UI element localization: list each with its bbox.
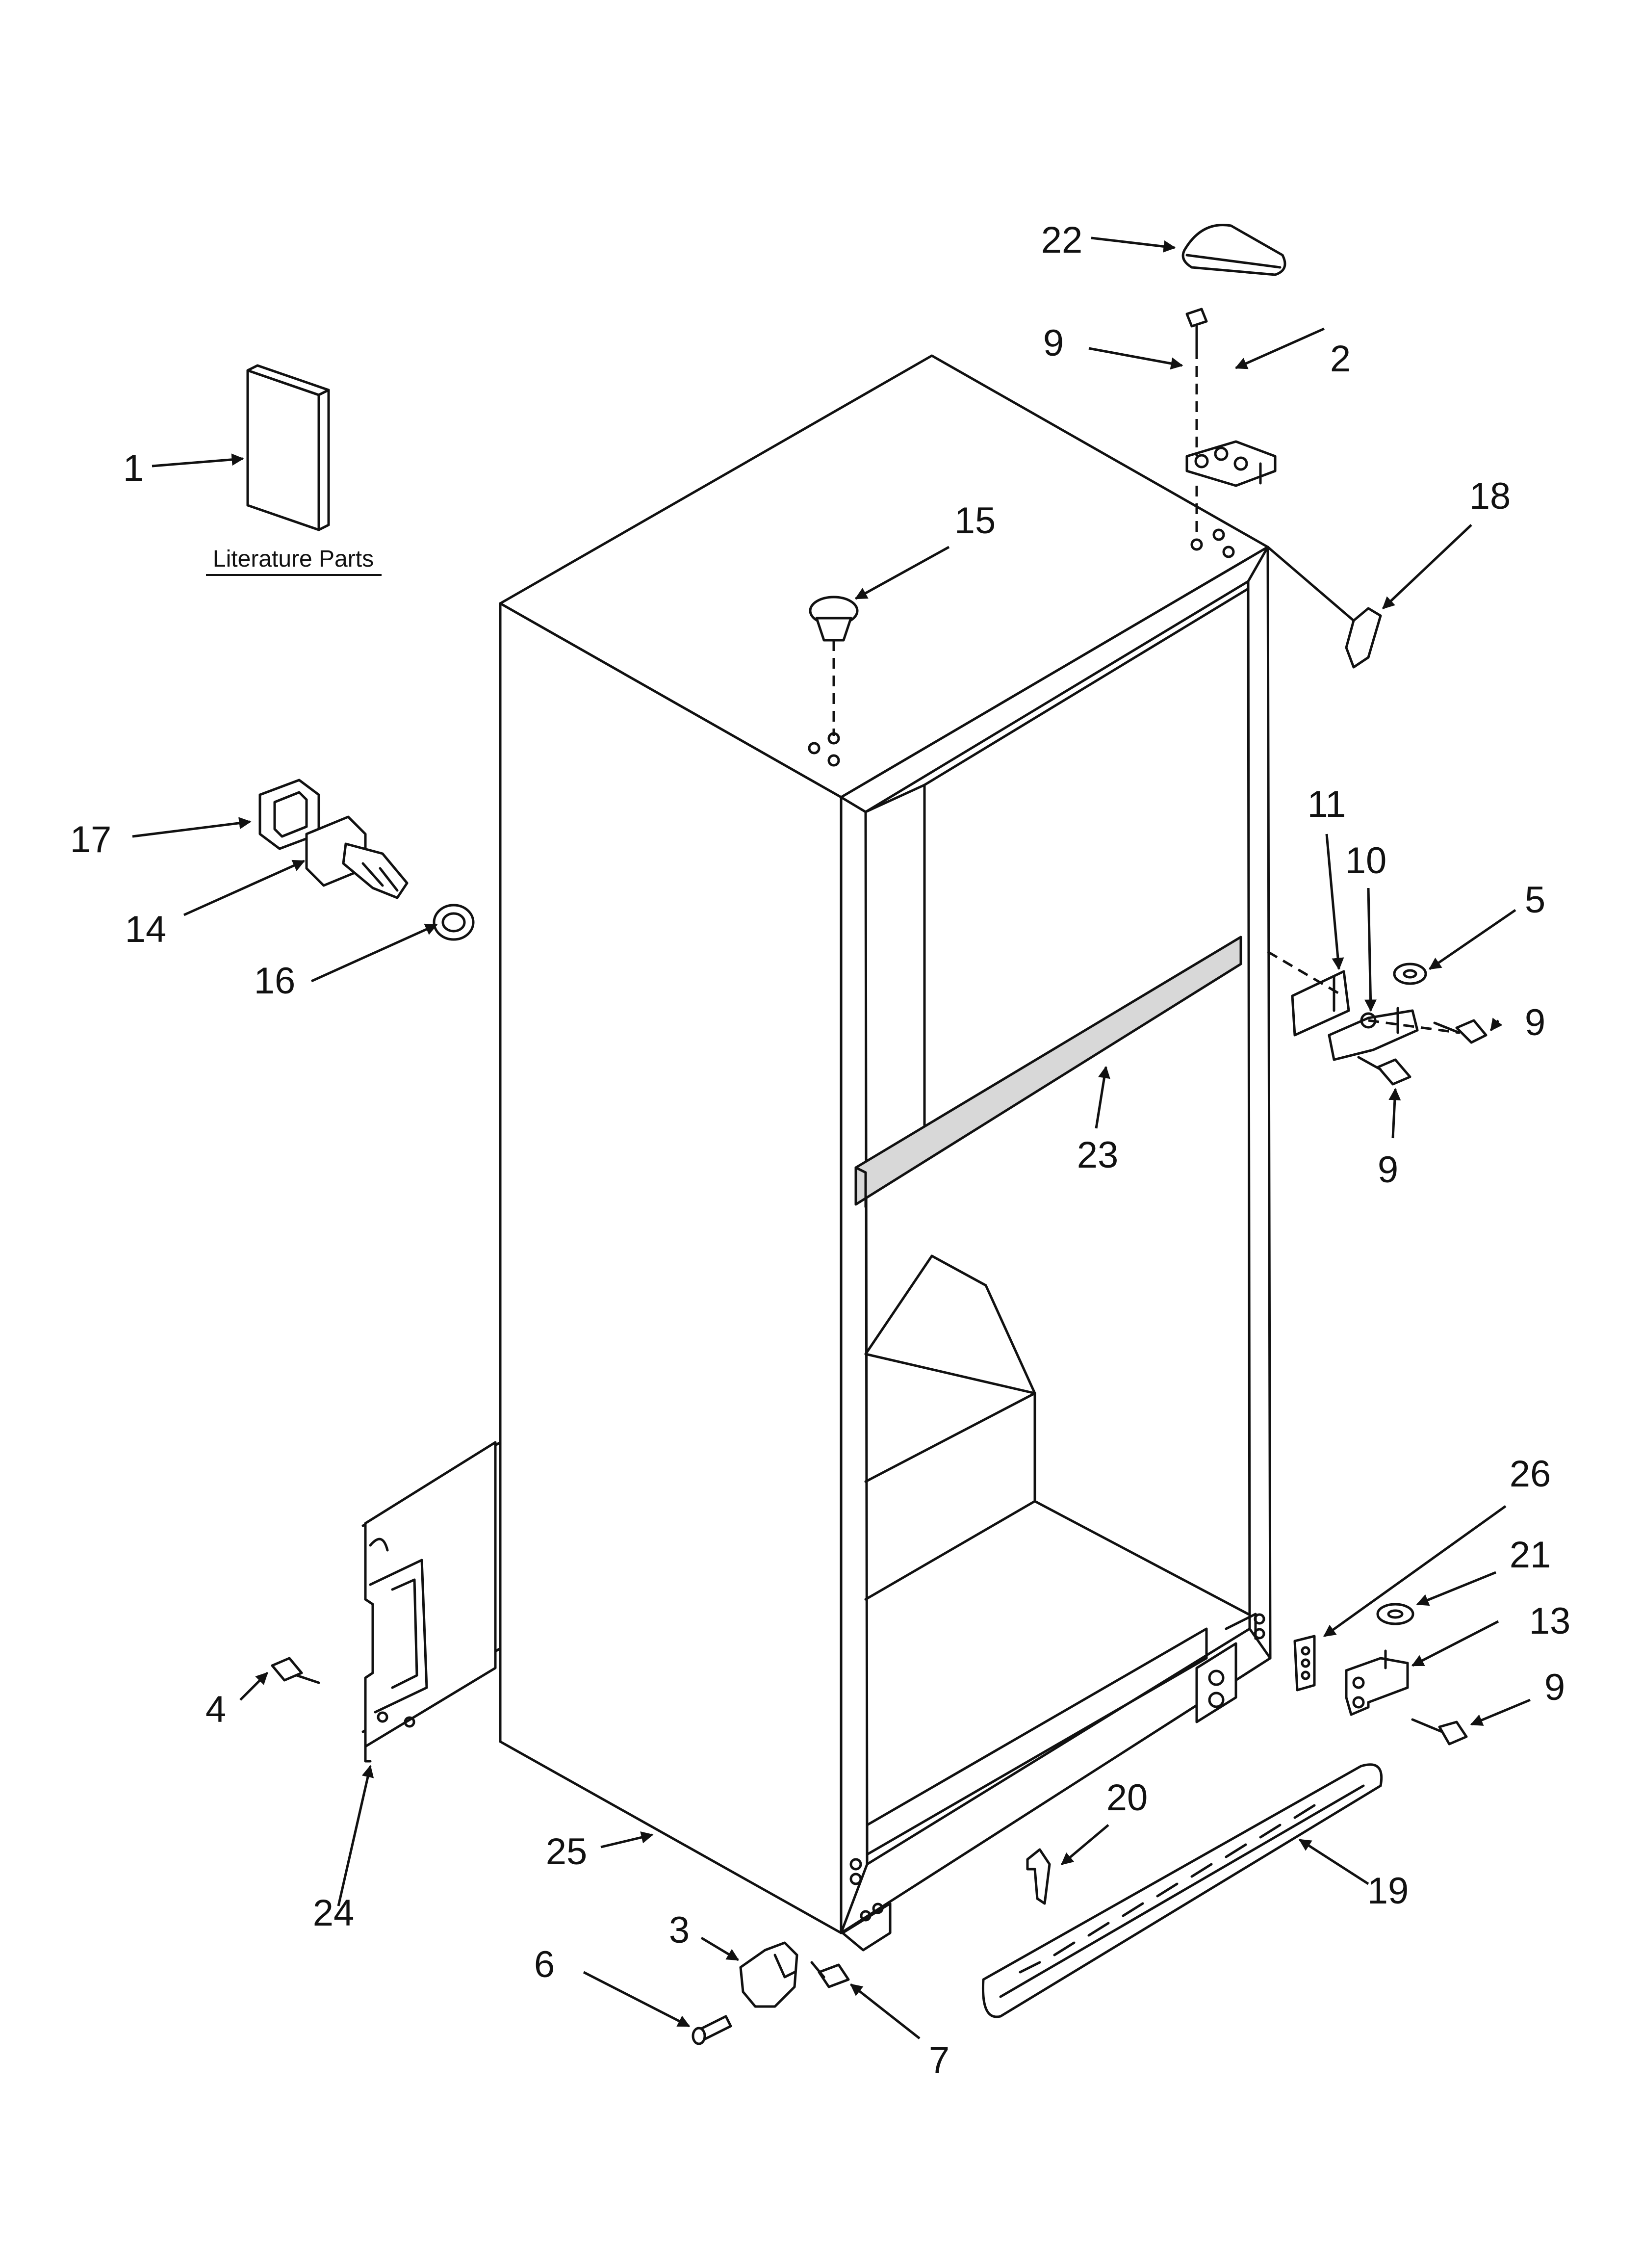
callout-21: 21 [1510, 1534, 1551, 1576]
callout-15: 15 [954, 500, 996, 542]
callout-10: 10 [1345, 840, 1387, 882]
callout-labels: 1 22 9 2 18 15 17 14 16 11 10 5 9 9 23 2… [70, 219, 1571, 2081]
bracket-part-11 [1291, 970, 1350, 1037]
callout-13: 13 [1529, 1600, 1571, 1642]
screw-part-9-top [1185, 308, 1208, 350]
shim-part-26 [1293, 1635, 1316, 1692]
literature-parts-label: Literature Parts [206, 546, 382, 576]
literature-parts-booklet [246, 364, 330, 531]
hinge-cover-part-22 [1181, 224, 1286, 276]
callout-19: 19 [1367, 1870, 1409, 1912]
screw-part-9-bottom [1411, 1718, 1468, 1746]
screw-part-7 [810, 1961, 850, 1988]
bracket-part-24 [364, 1441, 497, 1763]
bushing-part-16 [433, 904, 475, 941]
screw-part-4 [271, 1657, 320, 1684]
callout-3: 3 [669, 1909, 690, 1951]
screw-part-9-mid-below [1357, 1056, 1411, 1086]
callout-9-bottom: 9 [1544, 1667, 1565, 1708]
callout-26: 26 [1510, 1453, 1551, 1495]
top-hinge-part-2 [1185, 440, 1277, 487]
cap-part-18 [1345, 607, 1382, 669]
callout-9-top: 9 [1043, 322, 1064, 364]
callout-14: 14 [125, 909, 167, 950]
callout-leaders [132, 236, 1531, 2039]
callout-17: 17 [70, 819, 112, 860]
refrigerator-cabinet [361, 354, 1272, 1952]
callout-7: 7 [929, 2039, 949, 2081]
callout-5: 5 [1525, 879, 1545, 921]
literature-parts-text: Literature Parts [213, 546, 374, 572]
plug-part-15 [809, 596, 859, 642]
leveler-part-3 [739, 1941, 798, 2008]
washer-part-5 [1393, 963, 1427, 985]
callout-11: 11 [1308, 783, 1346, 825]
bottom-hinge-part-13 [1345, 1649, 1409, 1716]
callout-16: 16 [254, 960, 296, 1002]
callout-20: 20 [1106, 1777, 1148, 1819]
screw-part-9-mid-right [1433, 1019, 1488, 1044]
callout-4: 4 [205, 1689, 226, 1730]
handle-part-14 [305, 815, 409, 899]
grille-part-19 [981, 1763, 1383, 2018]
callout-9-mid-right: 9 [1525, 1002, 1545, 1043]
callout-18: 18 [1469, 475, 1511, 517]
washer-part-21 [1376, 1603, 1414, 1625]
center-hinge-part-10 [1328, 1007, 1419, 1061]
pin-part-6 [692, 2015, 732, 2045]
callout-6: 6 [534, 1944, 555, 1985]
callout-9-mid-below: 9 [1378, 1149, 1398, 1191]
callout-25: 25 [546, 1831, 588, 1873]
clip-part-20 [1026, 1848, 1051, 1905]
callout-1: 1 [123, 447, 144, 489]
callout-23: 23 [1077, 1134, 1119, 1176]
callout-2: 2 [1330, 338, 1351, 380]
callout-22: 22 [1041, 219, 1083, 261]
callout-24: 24 [313, 1892, 355, 1934]
